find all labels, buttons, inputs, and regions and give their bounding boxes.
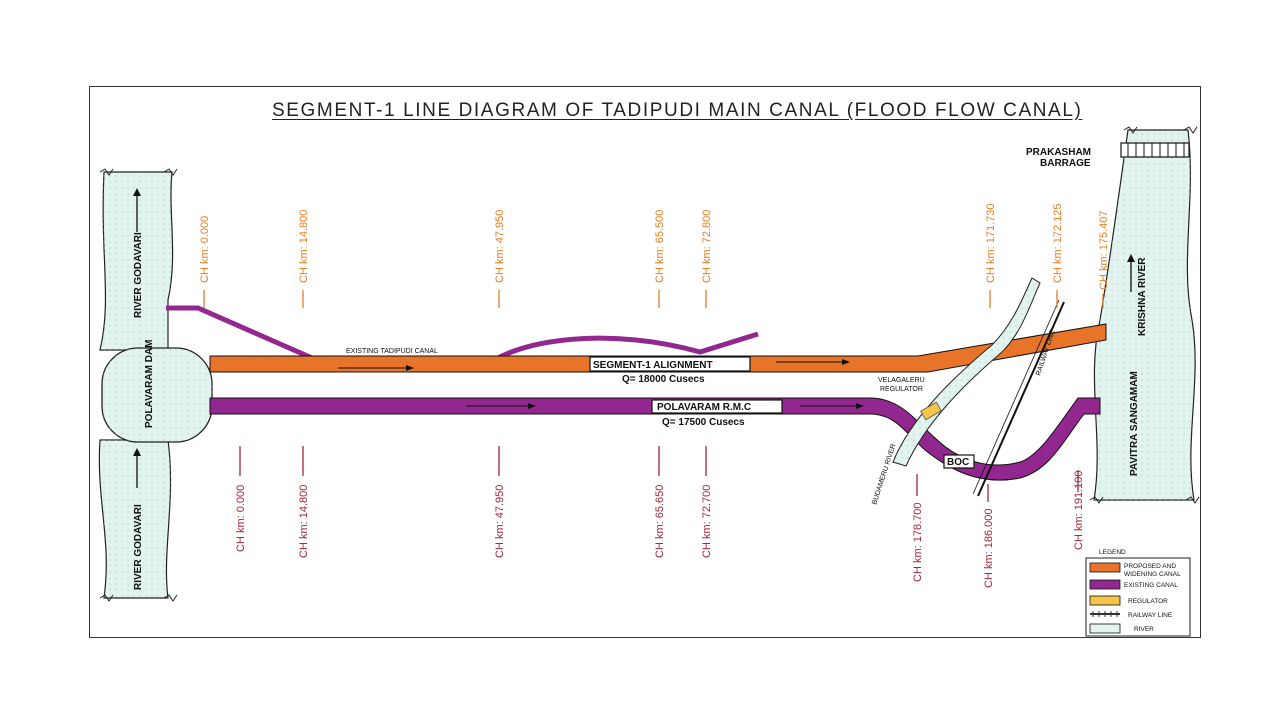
chainage-top-label: CH km: 47.950	[494, 210, 506, 283]
chainage-bottom-label: CH km: 47.950	[494, 485, 506, 558]
legend-label: PROPOSED AND	[1124, 563, 1176, 570]
chainage-markers-bottom: CH km: 0.000 CH km: 14.800 CH km: 47.950…	[235, 446, 1085, 588]
krishna-river-label: KRISHNA RIVER	[1137, 257, 1148, 336]
diagram-title: SEGMENT-1 LINE DIAGRAM OF TADIPUDI MAIN …	[272, 100, 1083, 121]
chainage-bottom-label: CH km: 186.000	[983, 509, 995, 588]
boc-box	[943, 454, 975, 469]
chainage-top-label: CH km: 72.800	[701, 210, 713, 283]
segment-alignment-label: SEGMENT-1 ALIGNMENT	[593, 360, 713, 371]
chainage-bottom-label: CH km: 72.700	[701, 485, 713, 558]
existing-tadipudi-canal	[166, 305, 759, 361]
river-godavari: RIVER GODAVARI RIVER GODAVARI	[98, 168, 178, 602]
segment-1-alignment-canal	[209, 323, 1107, 373]
legend-label: EXISTING CANAL	[1124, 582, 1178, 589]
velagaleru-label-2: REGULATOR	[880, 386, 923, 393]
legend: LEGEND PROPOSED AND WIDENING CANAL EXIST…	[1085, 549, 1191, 637]
rmc-flow-label: Q= 17500 Cusecs	[662, 417, 745, 428]
krishna-river: KRISHNA RIVER PAVITRA SANGAMAM	[1089, 126, 1200, 504]
chainage-top-label: CH km: 171.730	[985, 204, 997, 283]
chainage-top-label: CH km: 0.000	[199, 216, 211, 283]
chainage-bottom-label: CH km: 14.800	[298, 485, 310, 558]
legend-swatch-existing	[1089, 579, 1121, 590]
legend-label: REGULATOR	[1128, 598, 1168, 605]
chainage-top-label: CH km: 65.500	[654, 210, 666, 283]
velagaleru-regulator	[920, 401, 942, 421]
legend-label: RAILWAY LINE	[1128, 612, 1173, 619]
chainage-bottom-label: CH km: 178.700	[912, 503, 924, 582]
prakasham-barrage: PRAKASHAM BARRAGE	[1026, 142, 1190, 169]
prakasham-label-2: BARRAGE	[1040, 158, 1091, 169]
chainage-bottom-label: CH km: 191.100	[1073, 471, 1085, 550]
chainage-top-label: CH km: 14.800	[298, 210, 310, 283]
legend-swatch-river	[1089, 623, 1121, 634]
chainage-bottom-label: CH km: 0.000	[235, 485, 247, 552]
existing-tadipudi-canal-label: EXISTING TADIPUDI CANAL	[346, 348, 438, 355]
legend-label: RIVER	[1134, 626, 1154, 633]
flow-arrows	[338, 359, 864, 409]
prakasham-label-1: PRAKASHAM	[1026, 147, 1091, 158]
budameru-river-label: BUDAMERU RIVER	[871, 443, 897, 505]
boc-label: BOC	[947, 457, 969, 468]
chainage-top-label: CH km: 172.125	[1052, 204, 1064, 283]
pavitra-sangamam-label: PAVITRA SANGAMAM	[1129, 371, 1140, 476]
chainage-markers-top: CH km: 0.000 CH km: 14.800 CH km: 47.950…	[199, 204, 1110, 308]
river-godavari-top-label: RIVER GODAVARI	[133, 232, 144, 318]
velagaleru-label-1: VELAGALERU	[878, 377, 925, 384]
segment-label-box	[589, 356, 751, 372]
polavaram-dam-label: POLAVARAM DAM	[144, 339, 155, 428]
polavaram-rmc-canal	[209, 397, 1101, 481]
rmc-label-box	[651, 399, 783, 414]
polavaram-rmc-label: POLAVARAM R.M.C	[657, 402, 751, 413]
legend-swatch-proposed	[1089, 562, 1121, 573]
river-godavari-bottom-label: RIVER GODAVARI	[133, 504, 144, 590]
legend-heading: LEGEND	[1099, 549, 1126, 556]
legend-swatch-railway	[1090, 611, 1120, 617]
polavaram-dam: POLAVARAM DAM	[101, 339, 213, 443]
chainage-top-label: CH km: 175.407	[1098, 211, 1110, 290]
legend-label: WIDENING CANAL	[1124, 571, 1181, 578]
chainage-bottom-label: CH km: 65.650	[654, 485, 666, 558]
segment-flow-label: Q= 18000 Cusecs	[622, 374, 705, 385]
legend-swatch-regulator	[1089, 595, 1121, 606]
